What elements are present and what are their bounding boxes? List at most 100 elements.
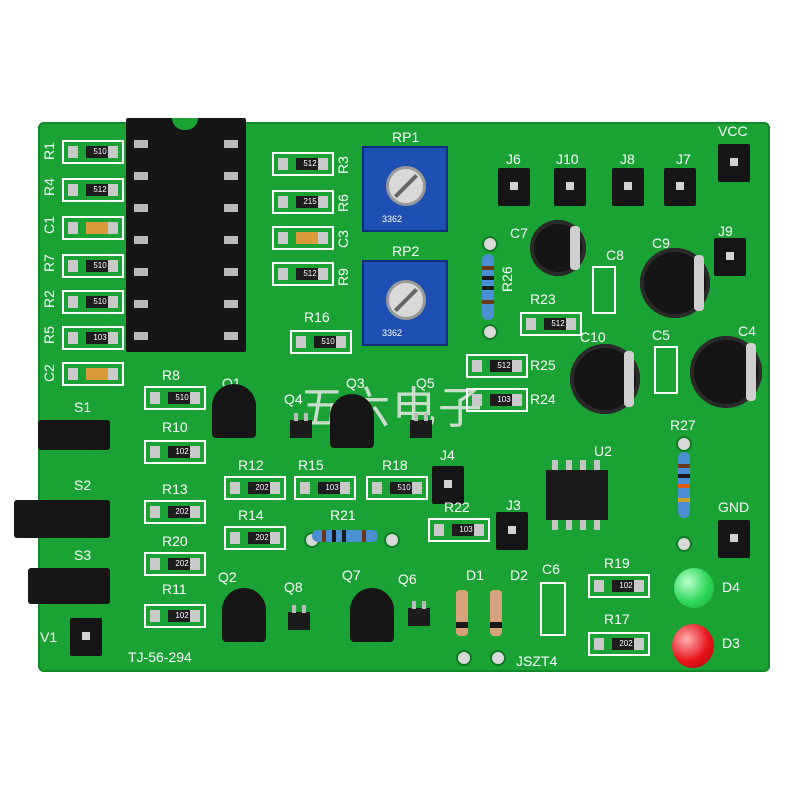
label-R27: R27 (670, 417, 696, 433)
label-C3: C3 (335, 230, 351, 248)
label-RP2: RP2 (392, 243, 420, 259)
label-D1: D1 (466, 567, 484, 583)
resistor-R18: 510 (366, 476, 428, 500)
label-R11: R11 (162, 581, 187, 597)
resistor-R2: 510 (62, 290, 124, 314)
ic-pin (224, 236, 238, 244)
label-Q4: Q4 (284, 391, 303, 407)
resistor-R3: 512 (272, 152, 334, 176)
label-J7: J7 (676, 151, 691, 167)
switch-S3[interactable] (28, 568, 110, 604)
label-J3: J3 (506, 497, 521, 513)
label-R13: R13 (162, 481, 188, 497)
resistor-R26 (482, 254, 494, 320)
label-C6: C6 (542, 561, 560, 577)
resistor-R1: 510 (62, 140, 124, 164)
ic-pin (224, 172, 238, 180)
header-pin-J10[interactable] (554, 168, 586, 206)
ic-pin (134, 236, 148, 244)
watermark-text: 五六电子 (300, 383, 484, 434)
label-J9: J9 (718, 223, 733, 239)
ic-pin (134, 172, 148, 180)
header-pin-VCC[interactable] (718, 144, 750, 182)
pot-knob[interactable] (386, 166, 426, 206)
via-hole (456, 650, 472, 666)
label-R10: R10 (162, 419, 188, 435)
electrolytic-capacitor-C7 (530, 220, 586, 276)
via-hole (384, 532, 400, 548)
label-R1: R1 (41, 142, 57, 160)
board-code-left: TJ-56-294 (128, 649, 192, 665)
label-R18: R18 (382, 457, 408, 473)
resistor-R5: 103 (62, 326, 124, 350)
board-code-right: JSZT4 (516, 653, 558, 669)
label-S3: S3 (74, 547, 92, 563)
header-pin-J7[interactable] (664, 168, 696, 206)
label-R17: R17 (604, 611, 630, 627)
potentiometer-RP2[interactable]: 3362 (362, 260, 448, 346)
label-S2: S2 (74, 477, 92, 493)
potentiometer-RP1[interactable]: 3362 (362, 146, 448, 232)
transistor-Q1 (212, 384, 256, 438)
label-U2: U2 (594, 443, 612, 459)
led-red-D3 (672, 624, 714, 668)
label-R9: R9 (335, 268, 351, 286)
label-J10: J10 (556, 151, 579, 167)
ic-pin (224, 332, 238, 340)
capacitor-C3 (272, 226, 334, 250)
soic-ic-U2 (546, 460, 608, 530)
resistor-R4: 512 (62, 178, 124, 202)
resistor-R25: 512 (466, 354, 528, 378)
ic-pin (224, 204, 238, 212)
capacitor-C6 (540, 582, 566, 636)
ic-pin (134, 332, 148, 340)
resistor-R24: 103 (466, 388, 528, 412)
label-R24: R24 (530, 391, 556, 407)
label-C9: C9 (652, 235, 670, 251)
ic-pin (224, 300, 238, 308)
header-pin-J8[interactable] (612, 168, 644, 206)
resistor-R7: 510 (62, 254, 124, 278)
ic-pin (224, 268, 238, 276)
header-pin-J4[interactable] (432, 466, 464, 504)
ic-pin (224, 140, 238, 148)
transistor-Q3 (330, 394, 374, 448)
header-pin-GND[interactable] (718, 520, 750, 558)
label-Q6: Q6 (398, 571, 417, 587)
label-C4: C4 (738, 323, 756, 339)
label-R4: R4 (41, 178, 57, 196)
switch-S2[interactable] (14, 500, 110, 538)
via-hole (482, 324, 498, 340)
capacitor-C2 (62, 362, 124, 386)
resistor-R12: 202 (224, 476, 286, 500)
label-D3: D3 (722, 635, 740, 651)
capacitor-C5 (654, 346, 678, 394)
diode-D2 (490, 590, 502, 636)
via-hole (676, 436, 692, 452)
label-C7: C7 (510, 225, 528, 241)
switch-S1[interactable] (38, 420, 110, 450)
resistor-R23: 512 (520, 312, 582, 336)
resistor-R20: 202 (144, 552, 206, 576)
label-GND: GND (718, 499, 750, 515)
header-pin-V1[interactable] (70, 618, 102, 656)
header-pin-J3[interactable] (496, 512, 528, 550)
label-R26: R26 (499, 266, 515, 292)
label-R7: R7 (41, 254, 57, 272)
label-C10: C10 (580, 329, 606, 345)
diode-D1 (456, 590, 468, 636)
header-pin-J9[interactable] (714, 238, 746, 276)
pot-knob[interactable] (386, 280, 426, 320)
label-J4: J4 (440, 447, 455, 463)
electrolytic-capacitor-C4 (690, 336, 762, 408)
resistor-R11: 102 (144, 604, 206, 628)
via-hole (490, 650, 506, 666)
ic-pin (134, 268, 148, 276)
header-pin-J6[interactable] (498, 168, 530, 206)
label-R16: R16 (304, 309, 330, 325)
label-S1: S1 (74, 399, 92, 415)
label-D2: D2 (510, 567, 528, 583)
label-R22: R22 (444, 499, 470, 515)
label-Q3: Q3 (346, 375, 365, 391)
resistor-R14: 202 (224, 526, 286, 550)
